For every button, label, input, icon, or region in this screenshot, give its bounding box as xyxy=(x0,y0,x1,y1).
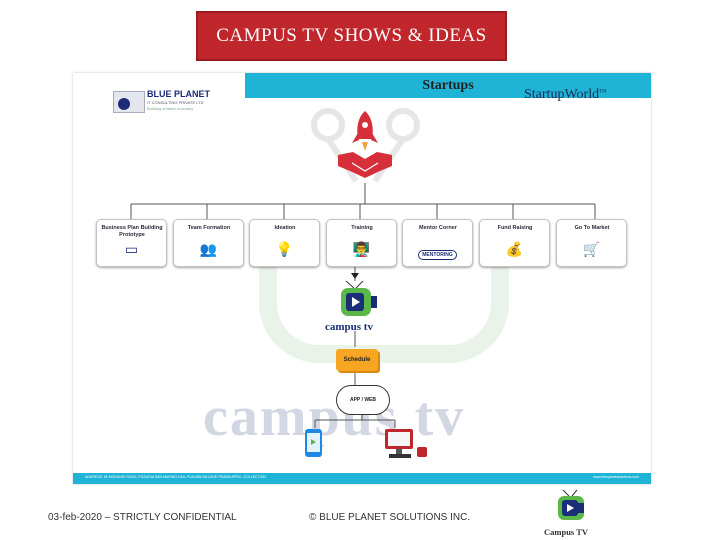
mentoring-icon: MENTORING xyxy=(403,242,472,264)
stage-card-ideation[interactable]: Ideation 💡 xyxy=(249,219,320,267)
stage-label: Team Formation xyxy=(187,225,231,231)
stage-label: Training xyxy=(351,225,373,231)
desktop-computer-icon xyxy=(385,429,427,458)
title-banner: CAMPUS TV SHOWS & IDEAS xyxy=(196,11,507,61)
team-icon: 👥 xyxy=(199,241,218,257)
blue-planet-mark xyxy=(113,91,145,113)
slide-footer-bar: ADDRESS: 55 MOHANDI ROAD, PIZZARIA SAN M… xyxy=(73,473,651,484)
stage-label: Business Plan Building Prototype xyxy=(101,225,163,238)
cloud-icon: APP / WEB xyxy=(336,385,390,415)
cloud-label: APP / WEB xyxy=(349,397,377,403)
connector-tree xyxy=(130,183,596,428)
stage-label: Ideation xyxy=(274,225,296,231)
startupworld-tm: TM xyxy=(599,89,607,95)
training-icon: 👨‍🏫 xyxy=(352,241,371,257)
blue-planet-tagline: Building smarter economy xyxy=(147,106,194,111)
campus-tv-label: campus tv xyxy=(325,321,373,333)
decor-circle-right xyxy=(386,108,420,142)
startups-header-bar: Startups xyxy=(245,73,651,98)
footer-copyright: © BLUE PLANET SOLUTIONS INC. xyxy=(309,512,471,523)
handshake-icon xyxy=(338,152,392,178)
decor-circle-left xyxy=(311,108,345,142)
footer-date: 03-feb-2020 – STRICTLY CONFIDENTIAL xyxy=(48,512,237,523)
page-title: CAMPUS TV SHOWS & IDEAS xyxy=(216,25,487,46)
stage-label: Mentor Corner xyxy=(419,225,457,231)
startupworld-logo: StartupWorldTM xyxy=(524,87,607,103)
stage-card-team-formation[interactable]: Team Formation 👥 xyxy=(173,219,244,267)
slide-footer-address: ADDRESS: 55 MOHANDI ROAD, PIZZARIA SAN M… xyxy=(85,475,266,479)
stage-card-fund-raising[interactable]: Fund Raising 💰 xyxy=(479,219,550,267)
slide-image: campus tv Startups BLUE PLANET IT CONSUL… xyxy=(73,73,651,484)
mobile-phone-icon xyxy=(305,429,322,457)
cart-icon: 🛒 xyxy=(582,241,601,257)
stage-card-business-plan[interactable]: Business Plan Building Prototype ▭ xyxy=(96,219,167,267)
blue-planet-logo: BLUE PLANET IT CONSULTING PRIVATE LTD Bu… xyxy=(113,89,243,115)
fund-raising-icon: 💰 xyxy=(505,241,524,257)
mentoring-tag: MENTORING xyxy=(418,250,457,260)
stage-card-go-to-market[interactable]: Go To Market 🛒 xyxy=(556,219,627,267)
schedule-box[interactable]: Schedule xyxy=(336,349,378,371)
prototype-icon: ▭ xyxy=(124,241,139,257)
stage-card-training[interactable]: Training 👨‍🏫 xyxy=(326,219,397,267)
arrow-down-icon xyxy=(351,273,359,279)
rocket-icon xyxy=(352,111,378,151)
watermark-text: campus tv xyxy=(203,386,466,448)
startupworld-name: StartupWorld xyxy=(524,87,600,102)
slide-footer-website: www.blueplanetsolutions.com xyxy=(593,475,639,479)
stage-card-mentor-corner[interactable]: Mentor Corner MENTORING xyxy=(402,219,473,267)
corner-logo-label: Campus TV xyxy=(544,527,589,537)
blue-planet-name: BLUE PLANET xyxy=(147,89,210,99)
schedule-label: Schedule xyxy=(343,357,371,363)
flow-diagram xyxy=(130,108,596,458)
stage-label: Fund Raising xyxy=(497,225,533,231)
lightbulb-icon: 💡 xyxy=(275,241,294,257)
campus-tv-corner-logo xyxy=(558,489,584,520)
stage-label: Go To Market xyxy=(574,225,610,231)
blue-planet-subtitle: IT CONSULTING PRIVATE LTD xyxy=(147,100,204,105)
startups-header: Startups xyxy=(422,77,474,93)
campus-tv-icon xyxy=(341,280,377,316)
stage-cards: Business Plan Building Prototype ▭ Team … xyxy=(96,219,636,267)
